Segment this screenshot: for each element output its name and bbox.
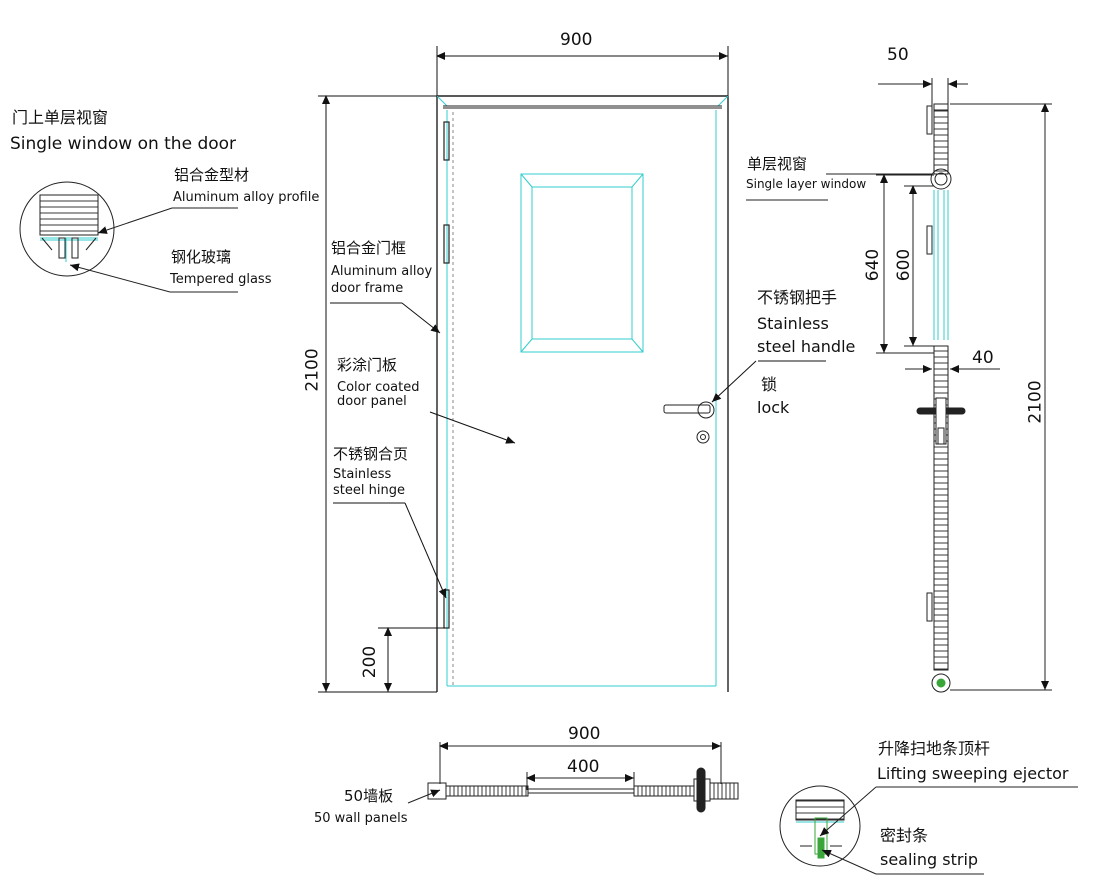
single-window-zh: 门上单层视窗: [12, 108, 109, 127]
side-window-en: Single layer window: [746, 177, 867, 191]
dim-plan-inner-label: 400: [567, 757, 600, 777]
alu-profile-en: Aluminum alloy profile: [173, 190, 320, 205]
alu-frame-en2: door frame: [331, 281, 404, 296]
sealing-en: sealing strip: [880, 850, 979, 869]
wall-panels-zh: 50墙板: [344, 787, 394, 805]
alu-profile-zh: 铝合金型材: [174, 166, 250, 184]
window-section-detail: [19, 181, 238, 293]
dim-front-width: [436, 46, 729, 96]
plan-view: [407, 742, 739, 813]
color-panel-en1: Color coated: [337, 380, 420, 395]
door-window: [520, 173, 644, 353]
dim-side-window-inner-label: 600: [894, 248, 915, 282]
lock-en: lock: [757, 398, 790, 417]
hinge-zh: 不锈钢合页: [333, 445, 409, 463]
dim-hinge-offset: [378, 627, 445, 692]
dim-side-gap-label: 40: [972, 348, 994, 368]
alu-frame-en1: Aluminum alloy: [331, 264, 433, 279]
side-window-zh: 单层视窗: [747, 155, 808, 173]
single-window-en: Single window on the door: [10, 134, 237, 154]
handle-en2: steel handle: [757, 337, 856, 356]
tempered-glass-zh: 钢化玻璃: [171, 248, 232, 266]
alu-frame-zh: 铝合金门框: [331, 239, 407, 257]
front-elevation: [436, 95, 729, 692]
handle-en1: Stainless: [757, 314, 829, 333]
wall-panels-en: 50 wall panels: [314, 811, 408, 826]
dim-plan-width-label: 900: [568, 724, 601, 744]
ejector-zh: 升降扫地条顶杆: [878, 739, 991, 758]
dim-front-height: [318, 95, 437, 693]
ejector-en: Lifting sweeping ejector: [877, 764, 1069, 783]
door-handle: [663, 401, 715, 444]
handle-zh: 不锈钢把手: [757, 288, 838, 307]
hinge-en2: steel hinge: [333, 483, 405, 498]
dim-front-height-label: 2100: [302, 348, 323, 392]
hinge-en1: Stainless: [333, 467, 392, 482]
dim-hinge-offset-label: 200: [360, 645, 381, 679]
lock-zh: 锁: [761, 375, 778, 394]
front-leaders: [330, 302, 826, 599]
tempered-glass-en: Tempered glass: [170, 272, 272, 287]
color-panel-en2: door panel: [337, 394, 407, 409]
color-panel-zh: 彩涂门板: [337, 356, 398, 374]
dim-side-thickness-label: 50: [887, 45, 909, 65]
dim-side-window-outer-label: 640: [863, 248, 884, 282]
sealing-zh: 密封条: [880, 826, 929, 845]
sweeper-section-detail: [779, 785, 1078, 875]
dim-side-height-label: 2100: [1025, 380, 1046, 424]
dim-front-width-label: 900: [560, 30, 593, 50]
hinge-marks: [443, 121, 450, 629]
side-section: [746, 78, 1052, 693]
